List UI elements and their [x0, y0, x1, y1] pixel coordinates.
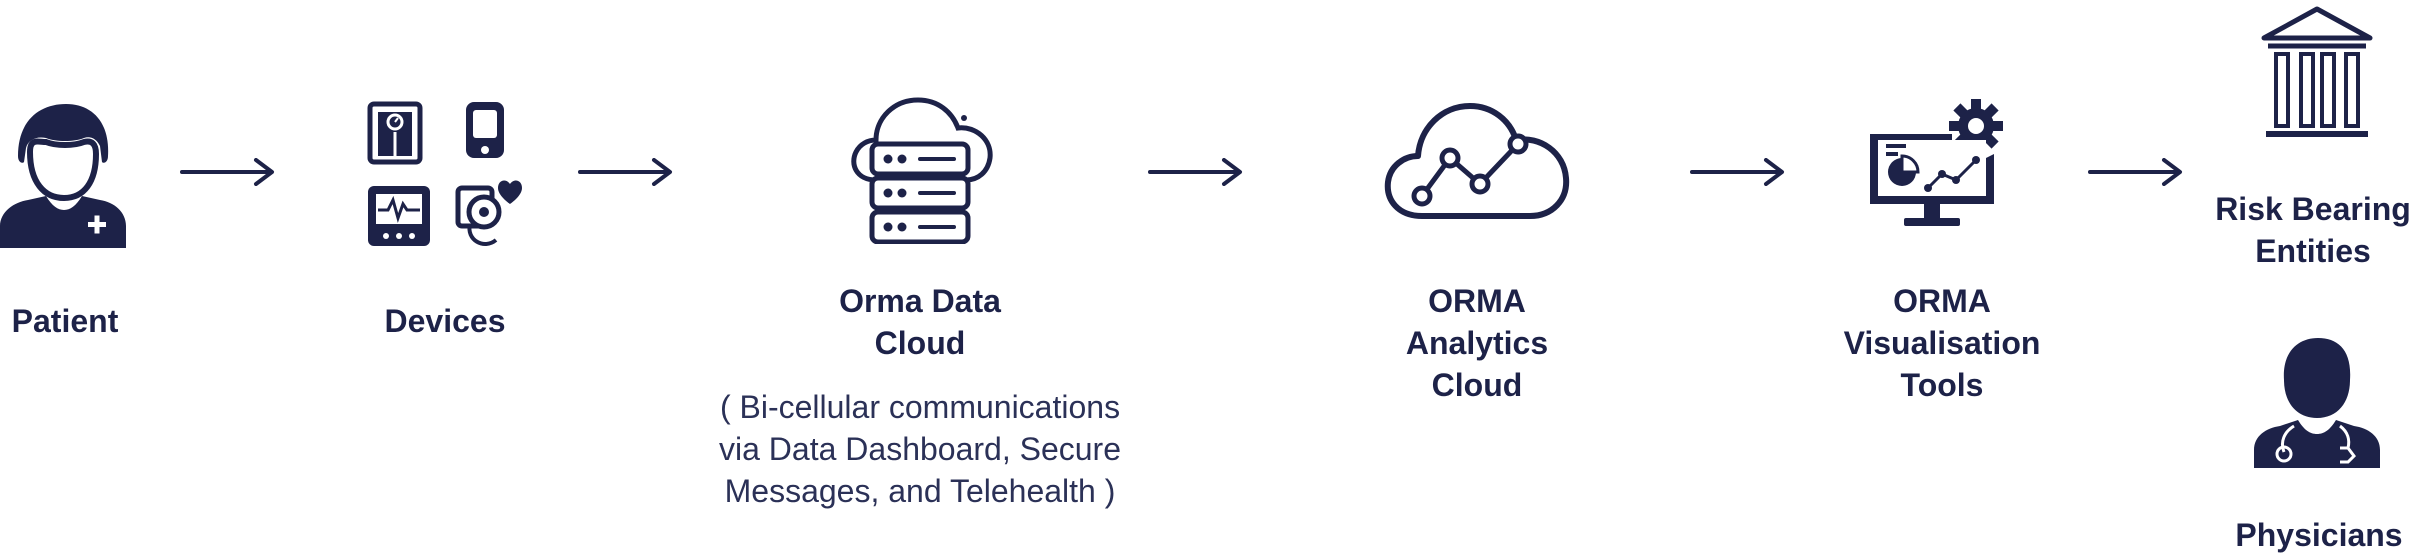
analytics-cloud-icon — [1382, 92, 1572, 222]
visualisation-tools-label: ORMA Visualisation Tools — [1843, 283, 2041, 403]
risk-entities-label: Risk Bearing Entities — [2215, 191, 2411, 269]
arrow-analytics-to-visualisation — [1690, 158, 1786, 186]
data-cloud-note: ( Bi-cellular communications via Data Da… — [719, 389, 1121, 509]
physicians-label: Physicians — [2235, 517, 2403, 553]
physician-icon — [2254, 336, 2380, 468]
arrow-data-cloud-to-analytics — [1148, 158, 1244, 186]
arrow-devices-to-data-cloud — [578, 158, 674, 186]
arrow-patient-to-devices — [180, 158, 276, 186]
analytics-cloud-label: ORMA Analytics Cloud — [1405, 283, 1549, 403]
arrow-visualisation-to-recipients — [2088, 158, 2184, 186]
devices-label: Devices — [384, 303, 506, 339]
cloud-database-icon — [846, 94, 996, 244]
patient-icon — [0, 98, 126, 248]
data-cloud-label: Orma Data Cloud — [839, 283, 1001, 361]
institution-building-icon — [2260, 6, 2374, 142]
visualisation-monitor-icon — [1868, 96, 2006, 230]
patient-label: Patient — [11, 303, 119, 339]
medical-devices-icon — [366, 100, 522, 252]
